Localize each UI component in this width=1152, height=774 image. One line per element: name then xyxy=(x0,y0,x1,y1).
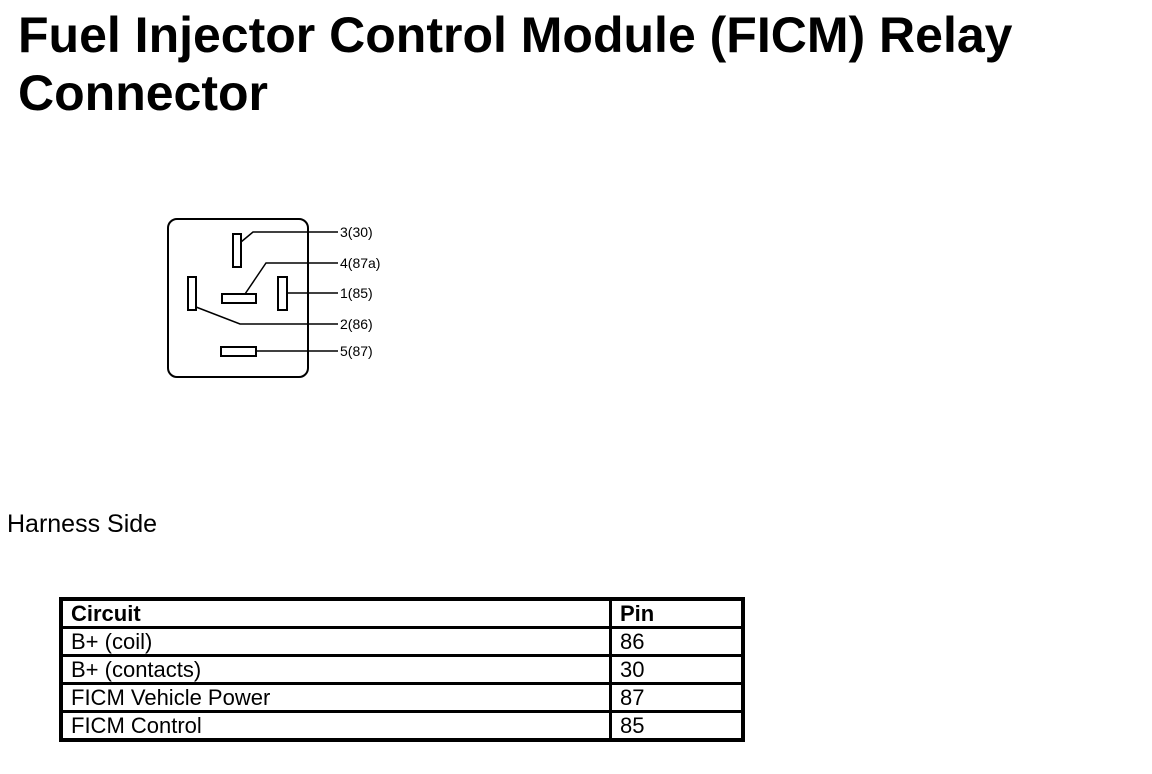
pin-cell: 86 xyxy=(609,626,745,657)
view-caption: Harness Side xyxy=(7,510,158,538)
pin-cell: 30 xyxy=(609,654,745,685)
pin-label-4: 4(87a) xyxy=(340,255,380,271)
table-header-row: Circuit Pin xyxy=(59,597,745,629)
terminal-3 xyxy=(232,233,242,268)
leader-line-3 xyxy=(240,231,338,243)
circuit-cell: FICM Vehicle Power xyxy=(59,682,612,713)
leader-line-4 xyxy=(244,262,338,295)
terminal-5 xyxy=(220,346,257,357)
header-circuit: Circuit xyxy=(59,597,612,629)
table-row: B+ (contacts) 30 xyxy=(59,654,745,685)
table-row: B+ (coil) 86 xyxy=(59,626,745,657)
table-row: FICM Control 85 xyxy=(59,710,745,742)
terminal-4 xyxy=(221,293,257,304)
header-pin: Pin xyxy=(609,597,745,629)
pin-label-5: 5(87) xyxy=(340,343,373,359)
terminal-2 xyxy=(187,276,197,311)
pin-label-2: 2(86) xyxy=(340,316,373,332)
circuit-cell: FICM Control xyxy=(59,710,612,742)
terminal-1 xyxy=(277,276,288,311)
pin-label-1: 1(85) xyxy=(340,285,373,301)
pin-label-3: 3(30) xyxy=(340,224,373,240)
circuit-cell: B+ (contacts) xyxy=(59,654,612,685)
table-row: FICM Vehicle Power 87 xyxy=(59,682,745,713)
circuit-cell: B+ (coil) xyxy=(59,626,612,657)
page-title: Fuel Injector Control Module (FICM) Rela… xyxy=(18,7,1013,121)
leader-line-2 xyxy=(195,306,338,325)
circuit-pin-table: Circuit Pin B+ (coil) 86 B+ (contacts) 3… xyxy=(59,597,745,742)
pin-cell: 87 xyxy=(609,682,745,713)
pin-cell: 85 xyxy=(609,710,745,742)
